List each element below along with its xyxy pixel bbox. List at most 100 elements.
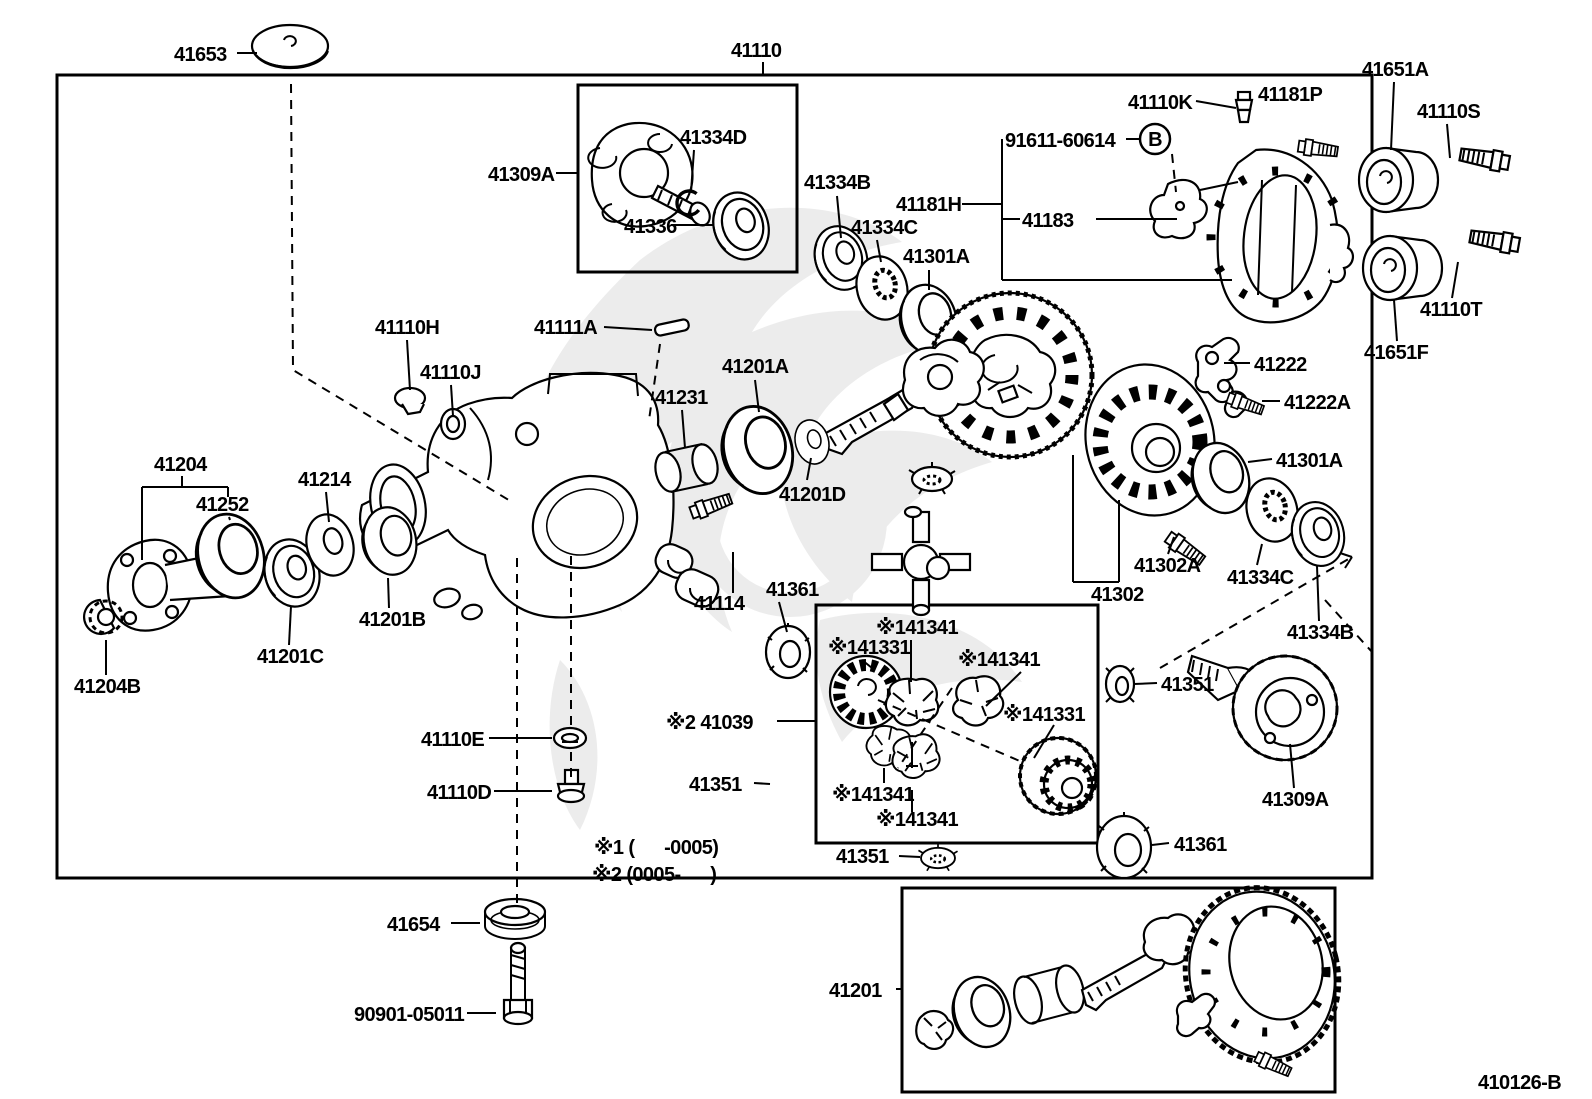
part-label-41351-bot: 41351 [836,846,889,868]
part-label-41201C: 41201C [257,646,324,668]
leader-41201B [387,577,390,609]
leader-41110T [1451,261,1459,299]
leader-41302A [1167,536,1175,555]
leader-41231 [681,409,686,449]
part-label-41309A-top: 41309A [488,164,555,186]
axle-shaft-41309A-drawing [1186,654,1339,762]
part-label-41222: 41222 [1254,354,1307,376]
part-label-41201B: 41201B [359,609,426,631]
plug-41110H-drawing [393,386,427,416]
main-frame [55,73,1374,880]
bearing-lock-41222-drawing [1194,336,1249,419]
leader-41341-r [985,671,1022,707]
part-label-41110: 41110 [731,40,782,62]
part-label-41110J: 41110J [420,362,481,384]
leader-41110H [406,339,411,391]
part-label-41201: 41201 [829,980,882,1002]
diagram-line-13 [648,343,661,421]
diagram-line-21 [877,699,1023,763]
axle-inset-parts [587,121,779,268]
leader-41351-bot [898,855,921,858]
part-label-41331-l: ※141331 [828,637,910,659]
leader-41111A [603,326,653,331]
part-label-41111A: 41111A [534,317,597,339]
diagram-line-17 [1159,556,1353,669]
leader-41334C-top [876,239,882,263]
part-label-41351-left: 41351 [689,774,742,796]
part-label-41110H: 41110H [375,317,439,339]
left-output-stack [83,501,424,636]
bolt-41110T-drawing [1467,225,1522,256]
diagram-line-20 [1324,599,1373,653]
part-label-41110K: 41110K [1128,92,1193,114]
washer-41110J-hole [445,414,461,434]
sensor-41110K-drawing [1234,90,1254,124]
diff-gear-inset-parts [828,654,1098,816]
leader-41334B-br [1316,565,1320,622]
part-label-41654: 41654 [387,914,441,936]
pin-41111A-drawing [653,318,690,337]
part-label-41231: 41231 [655,387,708,409]
part-label-41204: 41204 [154,454,208,476]
grommet-41110E-drawing [552,726,588,750]
part-label-41334C-top: 41334C [851,217,918,239]
part-label-41214: 41214 [298,469,352,491]
cushion-41651A-drawing [1357,146,1440,214]
cushion-41654-drawing [483,897,547,940]
washer-41351-right-drawing [1104,664,1136,704]
part-label-41361-br: 41361 [1174,834,1227,856]
diff-case-drawing [925,290,1095,460]
leader-41334C-br [1256,543,1263,566]
part-label-41039: ※2 41039 [666,712,753,734]
leader-41201A [754,379,760,413]
diagram-line-8 [1199,181,1239,191]
part-label-B-callout: B [1148,129,1162,151]
diagram-line-12 [290,83,513,503]
part-label-41653: 41653 [174,44,227,66]
part-label-41110D: 41110D [427,782,491,804]
leader-41351-boxr [1133,682,1158,685]
leader-41334B-top [836,195,842,239]
part-label-fn2: ※2 (0005- ) [592,864,716,886]
part-label-91611-60614: 91611-60614 [1005,130,1117,152]
part-label-41110E: 41110E [421,729,484,751]
part-label-41201D: 41201D [779,484,846,506]
final-gear-set-drawing [915,885,1342,1080]
cushion-41651F-drawing [1361,234,1444,302]
spacer-41231-drawing [654,443,719,493]
part-label-41252: 41252 [196,494,249,516]
diagram-line-22 [897,687,953,769]
part-label-fn1: ※1 ( -0005) [594,837,718,859]
leader-41351-left [753,782,771,785]
leader-41214 [325,491,330,523]
bearing-cap-41114-drawing [654,543,720,608]
part-label-41302: 41302 [1091,584,1144,606]
ring-41361-bottomright-drawing [1095,812,1153,880]
leader-41110K [1195,100,1237,109]
part-label-41334D: 41334D [680,127,747,149]
part-label-41336: 41336 [624,216,677,238]
part-label-41204B: 41204B [74,676,141,698]
diagram-line-19 [1344,556,1353,569]
leader-41361-mid [778,601,788,633]
part-label-41110S: 41110S [1417,101,1480,123]
leader-41252 [228,516,231,521]
part-label-41651A: 41651A [1362,59,1429,81]
part-label-41651F: 41651F [1364,342,1429,364]
part-label-41334C-br: 41334C [1227,567,1294,589]
gasket-41183-drawing [1149,178,1208,240]
part-label-41331-r: ※141331 [1003,704,1085,726]
breather-cap-drawing [250,23,330,70]
construction-lines [141,83,1373,906]
plug-41181P-drawing [1296,137,1340,161]
part-label-41110T: 41110T [1420,299,1482,321]
part-label-41334B-br: 41334B [1287,622,1354,644]
leader-41331-r [1033,724,1055,759]
part-label-90901-05011: 90901-05011 [354,1004,465,1026]
ring-41361-center-drawing [764,623,812,680]
part-label-41181H: 41181H [896,194,962,216]
lsd-case-drawing [1084,363,1216,517]
